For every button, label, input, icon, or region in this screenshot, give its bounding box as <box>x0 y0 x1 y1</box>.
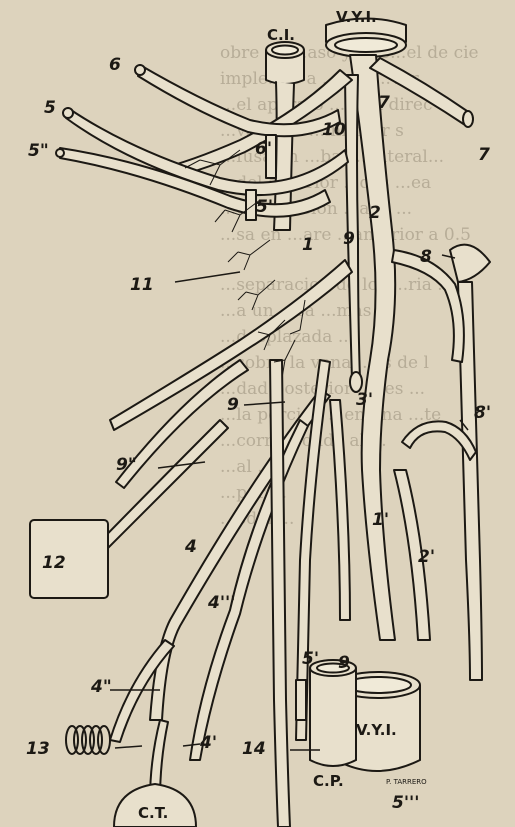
label-10: 10 <box>322 120 346 140</box>
label-2: 2 <box>369 203 381 223</box>
label-5: 5 <box>44 98 56 118</box>
label-ci: C.I. <box>267 26 295 44</box>
label-1: 1 <box>302 235 314 255</box>
vessel-14 <box>270 360 290 827</box>
label-8p: 8' <box>474 403 491 423</box>
label-11: 11 <box>130 275 154 295</box>
label-5p-bottom: 5' <box>302 649 319 669</box>
label-9-top: 9 <box>343 229 355 249</box>
label-9-mid: 9 <box>227 395 239 415</box>
label-6p: 6' <box>255 139 272 159</box>
label-vyi-top: V.Y.I. <box>336 8 377 26</box>
label-9-bottom: 9 <box>338 653 350 673</box>
label-5ppp: 5''' <box>392 793 419 813</box>
label-14: 14 <box>242 739 266 759</box>
vessel-4ppp <box>190 420 308 760</box>
label-4: 4 <box>184 537 197 557</box>
label-9pp: 9" <box>116 455 137 475</box>
label-7p: 7 <box>478 145 490 165</box>
label-cp: C.P. <box>313 772 344 790</box>
label-5pp: 5" <box>28 141 49 161</box>
label-7: 7 <box>378 93 390 113</box>
label-13: 13 <box>26 739 50 759</box>
vessel-5 <box>66 108 348 195</box>
label-5p-top: 5' <box>256 197 273 217</box>
label-12: 12 <box>42 553 66 573</box>
label-4ppp: 4''' <box>207 593 235 613</box>
label-2p: 2' <box>418 547 435 567</box>
label-1p: 1' <box>372 510 389 530</box>
label-ct: C.T. <box>138 804 168 822</box>
signature: P. TARRERO <box>386 778 427 786</box>
label-6: 6 <box>109 55 121 75</box>
branch-7 <box>370 58 470 125</box>
label-vyi-bottom: V.Y.I. <box>356 721 397 739</box>
coil-13 <box>66 726 110 754</box>
label-3p: 3' <box>356 390 373 410</box>
label-4pp: 4" <box>90 677 112 697</box>
label-8: 8 <box>420 247 432 267</box>
label-4p: 4' <box>199 733 217 753</box>
